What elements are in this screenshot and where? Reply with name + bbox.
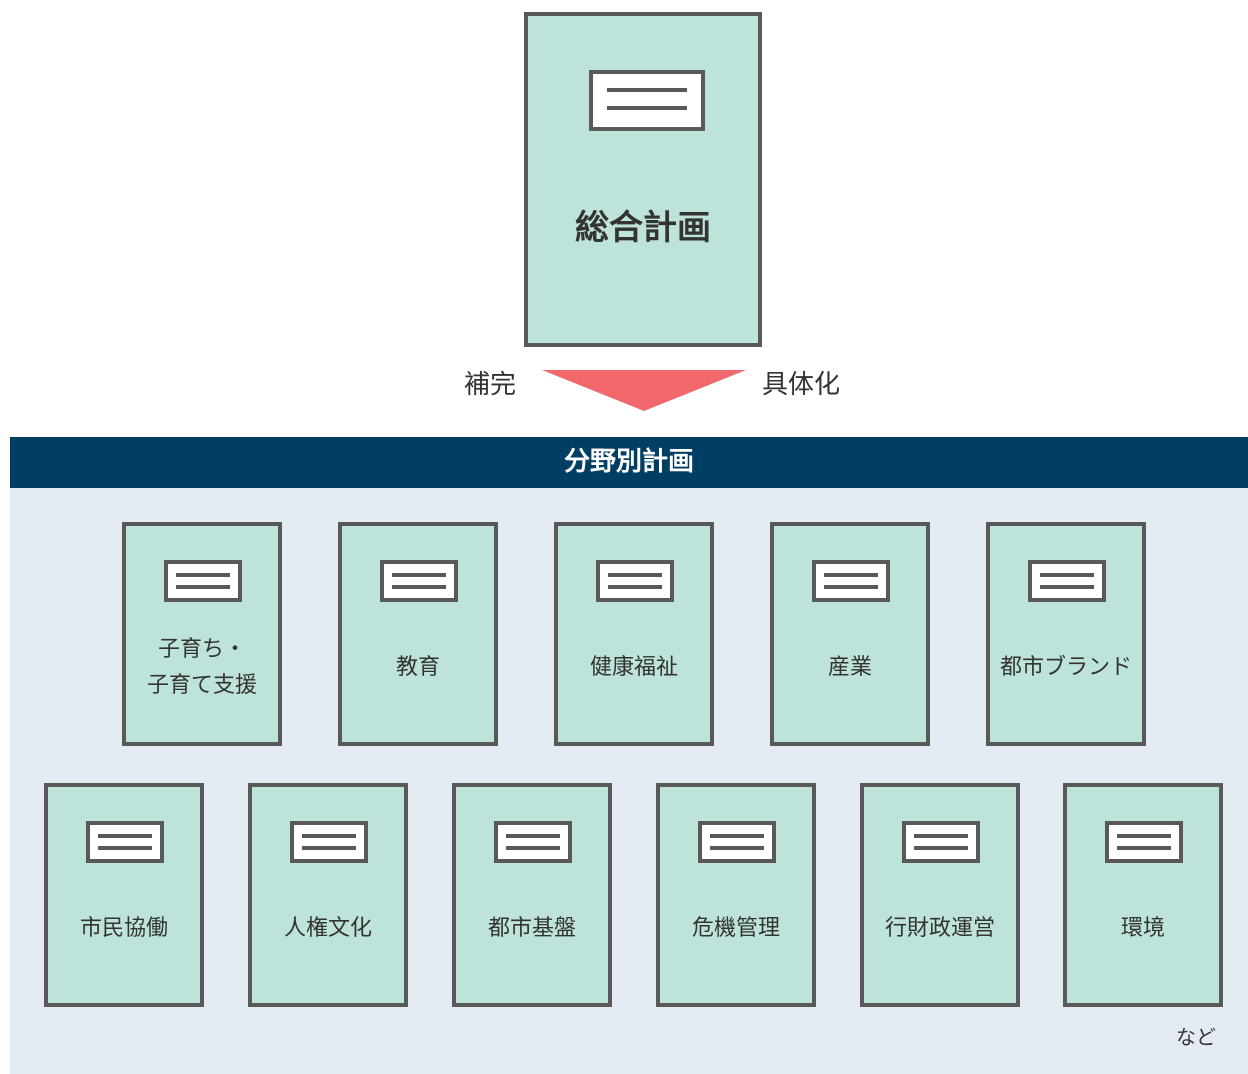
plate-line — [824, 573, 878, 577]
plan-label: 人権文化 — [283, 916, 372, 941]
plan-label: 都市ブランド — [999, 655, 1132, 680]
book-title-plate — [596, 560, 674, 602]
plate-line — [392, 585, 446, 589]
plate-line — [1040, 573, 1094, 577]
plate-line — [1117, 846, 1171, 850]
plan-book: 環境 — [1063, 783, 1223, 1007]
plate-line — [176, 585, 230, 589]
plate-line — [98, 846, 152, 850]
concretize-label: 具体化 — [762, 370, 841, 400]
plan-book: 健康福祉 — [554, 522, 714, 746]
book-title-plate — [902, 821, 980, 863]
plate-line — [392, 573, 446, 577]
book-title-plate — [589, 70, 705, 131]
etc-note: など — [1176, 1025, 1216, 1049]
plate-line — [1117, 834, 1171, 838]
plan-book: 危機管理 — [656, 783, 816, 1007]
plate-line — [824, 585, 878, 589]
plate-line — [176, 573, 230, 577]
plate-line — [710, 846, 764, 850]
plate-line — [607, 88, 687, 92]
plate-line — [608, 573, 662, 577]
book-title-plate — [698, 821, 776, 863]
plan-book: 教育 — [338, 522, 498, 746]
plate-line — [302, 846, 356, 850]
plan-book: 人権文化 — [248, 783, 408, 1007]
complement-label: 補完 — [464, 370, 517, 400]
plate-line — [914, 834, 968, 838]
plate-line — [710, 834, 764, 838]
down-arrow-icon — [542, 370, 746, 411]
plate-line — [914, 846, 968, 850]
plan-label: 産業 — [827, 655, 872, 680]
plan-label: 市民協働 — [79, 916, 168, 941]
category-plans-header: 分野別計画 — [10, 437, 1248, 488]
plan-book: 行財政運営 — [860, 783, 1020, 1007]
main-plan-book: 総合計画 — [524, 12, 762, 347]
book-title-plate — [380, 560, 458, 602]
book-title-plate — [1105, 821, 1183, 863]
plan-label: 教育 — [395, 655, 440, 680]
plan-label: 子育ち・子育て支援 — [146, 637, 257, 698]
book-title-plate — [494, 821, 572, 863]
plan-book: 都市基盤 — [452, 783, 612, 1007]
plate-line — [607, 106, 687, 110]
plate-line — [302, 834, 356, 838]
book-title-plate — [290, 821, 368, 863]
plan-label: 危機管理 — [691, 916, 780, 941]
plan-book: 都市ブランド — [986, 522, 1146, 746]
book-title-plate — [812, 560, 890, 602]
plan-label: 健康福祉 — [589, 655, 678, 680]
book-title-plate — [86, 821, 164, 863]
main-plan-label: 総合計画 — [575, 208, 711, 248]
plate-line — [506, 846, 560, 850]
book-title-plate — [1028, 560, 1106, 602]
plan-book: 産業 — [770, 522, 930, 746]
plate-line — [506, 834, 560, 838]
plan-label: 行財政運営 — [884, 916, 995, 941]
plan-label: 環境 — [1120, 916, 1165, 941]
plate-line — [608, 585, 662, 589]
book-title-plate — [164, 560, 242, 602]
plan-label: 都市基盤 — [487, 916, 576, 941]
plate-line — [98, 834, 152, 838]
plan-book: 子育ち・子育て支援 — [122, 522, 282, 746]
plan-book: 市民協働 — [44, 783, 204, 1007]
plate-line — [1040, 585, 1094, 589]
